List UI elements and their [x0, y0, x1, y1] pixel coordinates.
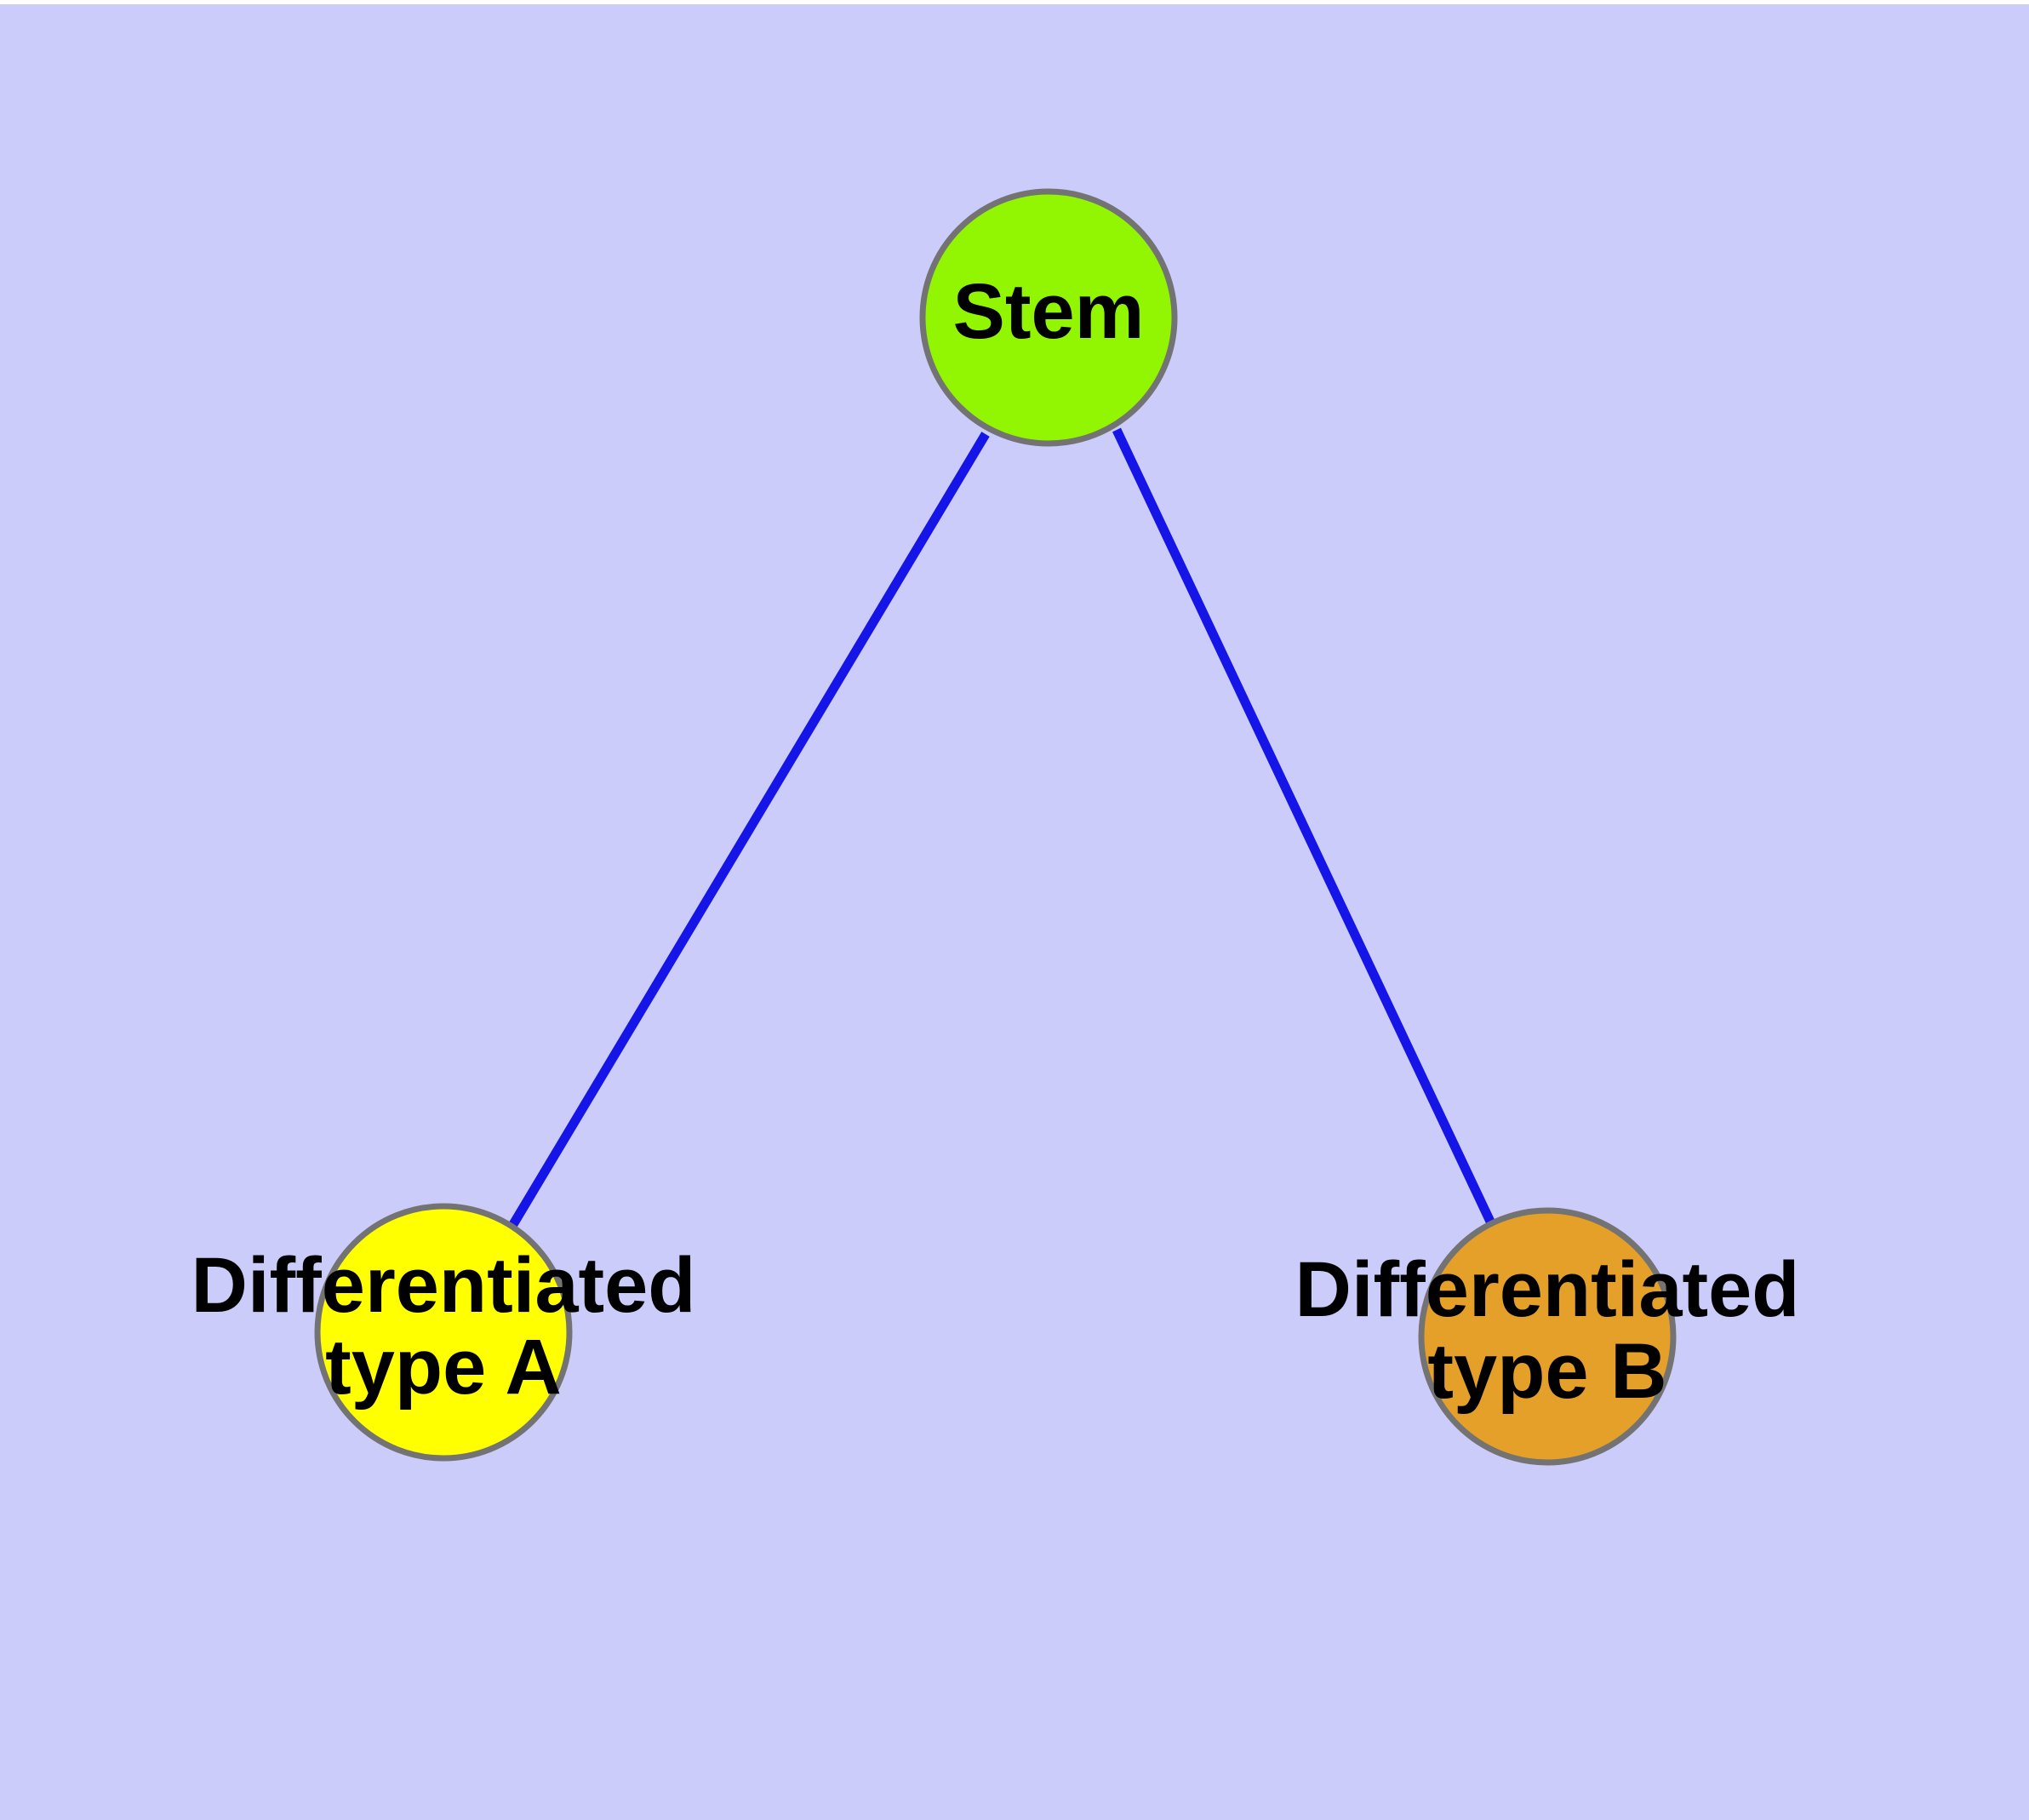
graph-node-diff-a[interactable]: [314, 1203, 573, 1462]
graph-node-label-line: Stem: [953, 268, 1145, 355]
graph-node-label-line: type A: [325, 1324, 562, 1411]
nodes-layer: [314, 188, 1677, 1466]
graph-node-label-line: type B: [1427, 1328, 1666, 1415]
graph-node-stem[interactable]: [919, 188, 1178, 447]
graph-edge-stem-to-diff-a[interactable]: [508, 432, 990, 1228]
edges-layer: [508, 427, 1495, 1228]
graph-node-label-line: Differentiated: [1295, 1246, 1800, 1333]
graph-node-label-line: Differentiated: [191, 1242, 696, 1329]
graph-node-diff-b[interactable]: [1418, 1207, 1677, 1466]
graph-node-label-stem: Stem: [953, 268, 1145, 355]
graph-edge-stem-to-diff-b[interactable]: [1112, 427, 1495, 1226]
